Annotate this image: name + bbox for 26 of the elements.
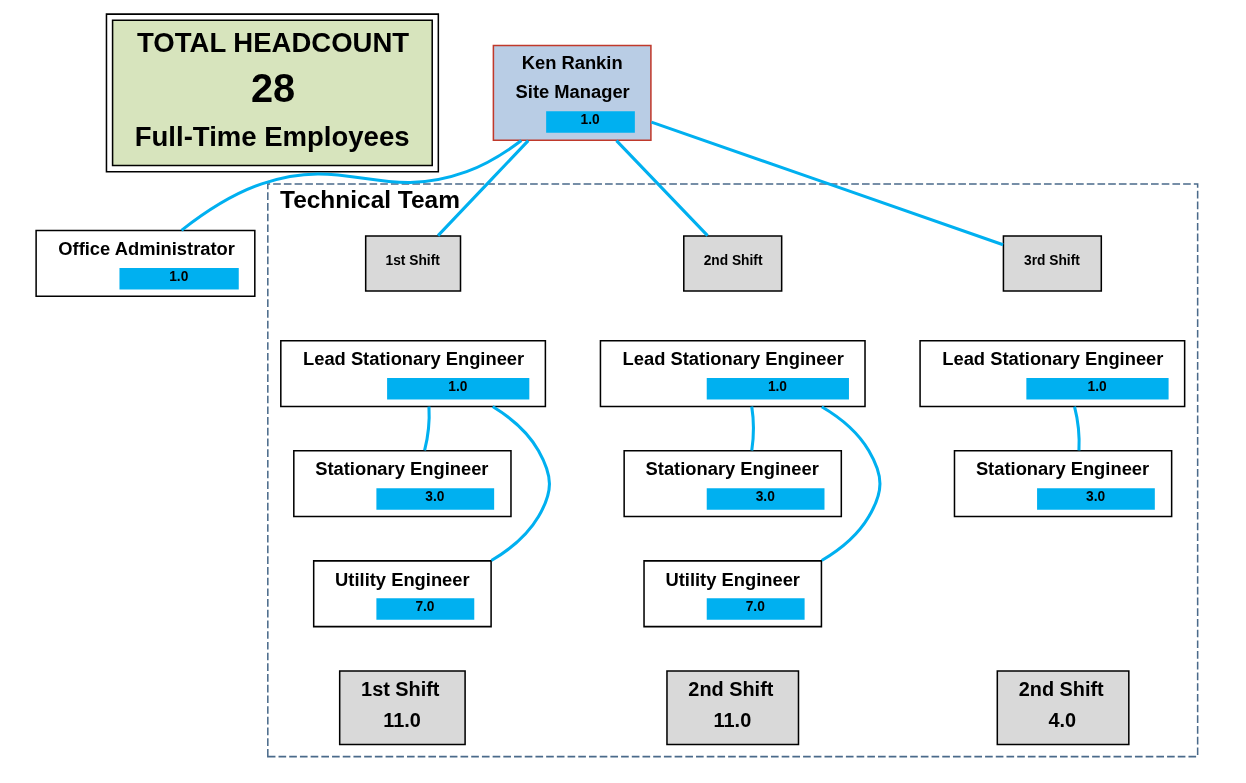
node-box: 3rd Shift	[1002, 235, 1103, 292]
connector	[180, 139, 523, 232]
connector	[1073, 406, 1081, 451]
connector	[423, 406, 431, 451]
connector	[820, 405, 882, 562]
node-box: Stationary Engineer 3.0	[293, 450, 512, 518]
connector	[490, 405, 551, 562]
node-box: Ken Rankin Site Manager 1.0	[492, 44, 652, 142]
node-box: 2nd Shift 4.0	[996, 670, 1130, 746]
connector	[436, 139, 530, 237]
node-box: Lead Stationary Engineer 1.0	[919, 339, 1186, 408]
connector	[750, 406, 755, 451]
node-box: Stationary Engineer 3.0	[953, 450, 1173, 518]
node-box: TOTAL HEADCOUNT 28 Full-Time Employees	[105, 13, 440, 173]
node-box: 1st Shift	[364, 235, 462, 292]
node-box: 2nd Shift 11.0	[666, 670, 800, 746]
node-box: Utility Engineer 7.0	[643, 560, 823, 628]
node-box: Stationary Engineer 3.0	[623, 450, 843, 518]
connector	[615, 139, 709, 237]
node-box: Utility Engineer 7.0	[312, 560, 492, 628]
node-box: 1st Shift 11.0	[338, 670, 466, 746]
node-box: 2nd Shift	[683, 235, 783, 292]
node-box: Lead Stationary Engineer 1.0	[280, 339, 547, 408]
connector	[650, 120, 1004, 247]
node-box: Lead Stationary Engineer 1.0	[599, 339, 866, 408]
node-box: Office Administrator 1.0	[35, 229, 256, 298]
